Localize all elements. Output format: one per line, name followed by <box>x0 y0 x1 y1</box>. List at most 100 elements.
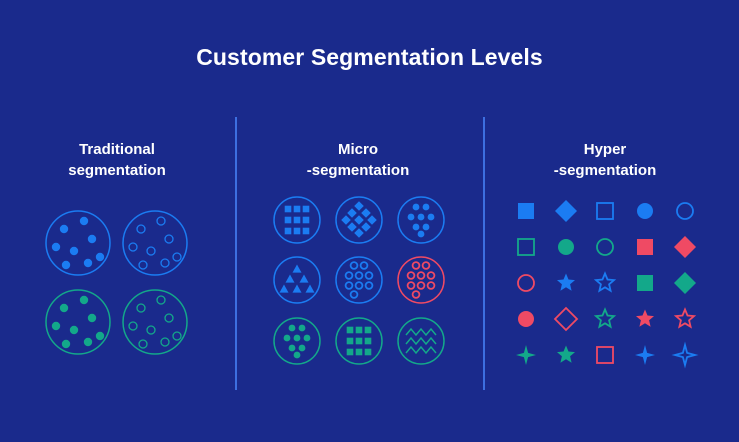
micro-square <box>364 326 372 334</box>
micro-segmentation-group <box>273 196 445 365</box>
hyper-star-filled-green <box>557 345 575 363</box>
micro-ring <box>349 261 359 270</box>
hyper-square-filled-green <box>637 275 653 291</box>
segment-dot <box>164 234 174 244</box>
micro-ring <box>344 271 354 280</box>
micro-triangle <box>305 284 315 293</box>
micro-square <box>355 326 363 334</box>
traditional-heading: Traditional segmentation <box>0 139 237 181</box>
segment-dot <box>160 337 170 347</box>
micro-segment-blue-dots <box>397 196 445 244</box>
hyper-star-filled-red <box>636 309 654 327</box>
micro-dot <box>427 213 435 221</box>
hyper-heading: Hyper -segmentation <box>485 139 725 181</box>
micro-ring <box>364 281 374 290</box>
hyper-circle-outline-red <box>517 274 535 292</box>
micro-triangle <box>292 284 302 293</box>
micro-ring <box>354 271 364 280</box>
micro-square <box>346 337 354 345</box>
micro-ring <box>406 281 416 290</box>
micro-square <box>302 227 310 235</box>
micro-square <box>364 348 372 356</box>
micro-dot <box>283 334 291 342</box>
micro-diamond <box>361 208 371 218</box>
micro-ring <box>416 281 426 290</box>
micro-dot <box>417 230 425 238</box>
segment-circle-blue-outline <box>122 210 188 276</box>
micro-dot <box>298 324 306 332</box>
micro-segment-green-zigzags <box>397 317 445 365</box>
hyper-sparkle-filled-green <box>516 345 536 365</box>
micro-dot <box>288 324 296 332</box>
segment-dot <box>156 216 166 226</box>
hyper-circle-filled-red <box>518 311 534 327</box>
column-divider-right <box>483 117 485 390</box>
segment-dot <box>138 260 148 270</box>
segment-dot <box>136 224 146 234</box>
hyper-diamond-outline-red <box>553 306 579 332</box>
micro-ring <box>411 290 421 299</box>
micro-dot <box>407 213 415 221</box>
hyper-diamond-filled-blue <box>555 200 577 222</box>
micro-segment-red-rings <box>397 256 445 304</box>
hyper-square-filled-blue <box>518 203 534 219</box>
segment-dot <box>69 246 79 256</box>
segment-circle-blue-filled <box>45 210 111 276</box>
page-title: Customer Segmentation Levels <box>196 44 543 70</box>
micro-square <box>302 216 310 224</box>
hyper-circle-outline-green <box>596 238 614 256</box>
micro-square <box>293 216 301 224</box>
micro-ring <box>364 271 374 280</box>
micro-triangle <box>299 274 309 283</box>
micro-zigzag <box>405 345 437 355</box>
hyper-star-outline-blue <box>593 271 617 293</box>
micro-dot <box>298 344 306 352</box>
segment-dot <box>79 295 89 305</box>
micro-square <box>346 348 354 356</box>
micro-square <box>293 205 301 213</box>
micro-zigzag <box>405 336 437 346</box>
micro-square <box>284 227 292 235</box>
micro-square <box>364 337 372 345</box>
micro-dot <box>293 334 301 342</box>
segment-dot <box>146 246 156 256</box>
micro-diamond <box>354 201 364 211</box>
segment-dot <box>59 224 69 234</box>
hyper-heading-line1: Hyper <box>583 141 627 158</box>
micro-square <box>346 326 354 334</box>
micro-segment-blue-triangles <box>273 256 321 304</box>
traditional-segmentation-group <box>45 210 188 355</box>
hyper-star-filled-blue <box>557 273 575 291</box>
micro-ring <box>421 261 431 270</box>
micro-diamond <box>347 222 357 232</box>
micro-segment-blue-rings <box>335 256 383 304</box>
segment-circle-green-outline <box>122 289 188 355</box>
micro-zigzag <box>405 327 437 337</box>
micro-ring <box>426 281 436 290</box>
hyper-square-outline-green <box>517 238 535 256</box>
micro-diamond <box>367 215 377 225</box>
micro-diamond <box>354 228 364 238</box>
segment-dot <box>87 234 97 244</box>
micro-square <box>355 348 363 356</box>
micro-segment-green-dots <box>273 317 321 365</box>
micro-square <box>293 227 301 235</box>
hyper-diamond-filled-red <box>674 236 696 258</box>
segment-circle-green-filled <box>45 289 111 355</box>
segment-dot <box>51 242 61 252</box>
micro-heading-line1: Micro <box>337 141 378 158</box>
segment-dot <box>61 339 71 349</box>
hyper-square-filled-red <box>637 239 653 255</box>
micro-square <box>302 205 310 213</box>
segment-dot <box>61 260 71 270</box>
micro-dot <box>412 223 420 231</box>
micro-dot <box>417 213 425 221</box>
hyper-star-outline-green <box>593 307 617 329</box>
hyper-star-outline-red <box>673 307 697 329</box>
segment-dot <box>136 303 146 313</box>
micro-segment-blue-squares <box>273 196 321 244</box>
segment-dot <box>69 325 79 335</box>
micro-ring <box>344 281 354 290</box>
segment-dot <box>83 337 93 347</box>
